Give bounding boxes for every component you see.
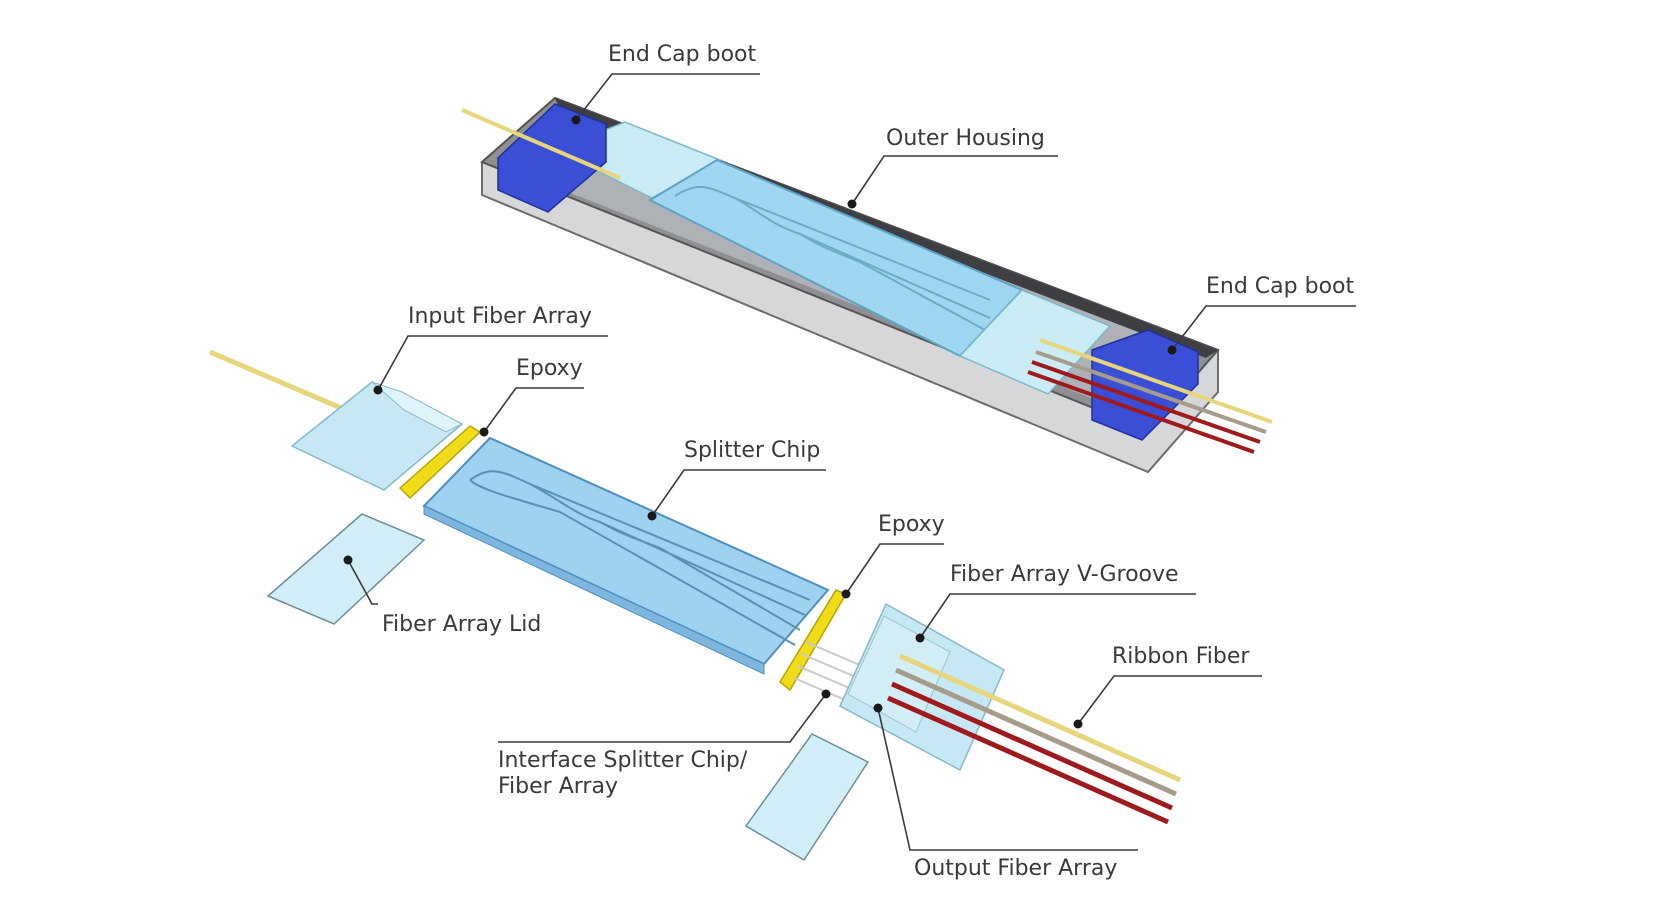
dot-interface — [822, 690, 831, 699]
leader-interface — [498, 694, 826, 742]
dot-end-cap-boot-top — [572, 116, 581, 125]
assembled-module — [462, 98, 1272, 472]
ribbon-fiber-4 — [888, 698, 1168, 822]
label-outer-housing: Outer Housing — [886, 126, 1045, 152]
leader-ribbon-fiber — [1078, 676, 1262, 724]
dot-input-fiber-array — [374, 386, 383, 395]
label-epoxy-left: Epoxy — [516, 356, 583, 382]
leader-splitter-chip — [652, 470, 826, 516]
label-end-cap-boot-top: End Cap boot — [608, 42, 756, 68]
label-fiber-array-vgroove: Fiber Array V-Groove — [950, 562, 1179, 588]
dot-output-fiber-array — [874, 704, 883, 713]
label-end-cap-boot-right: End Cap boot — [1206, 274, 1354, 300]
leader-outer-housing — [852, 156, 1058, 204]
exploded-view — [210, 352, 1180, 860]
leader-fiber-array-vgroove — [920, 594, 1196, 638]
label-fiber-array-lid: Fiber Array Lid — [382, 612, 541, 638]
label-output-fiber-array: Output Fiber Array — [914, 856, 1117, 882]
fiber-array-lid-plate — [268, 514, 424, 624]
leader-end-cap-boot-top — [576, 74, 760, 120]
leader-epoxy-right — [846, 544, 944, 594]
dot-outer-housing — [848, 200, 857, 209]
label-interface-line2: Fiber Array — [498, 774, 618, 800]
dot-splitter-chip — [648, 512, 657, 521]
leader-epoxy-left — [484, 388, 584, 432]
label-ribbon-fiber: Ribbon Fiber — [1112, 644, 1249, 670]
label-input-fiber-array: Input Fiber Array — [408, 304, 592, 330]
dot-epoxy-right — [842, 590, 851, 599]
dot-ribbon-fiber — [1074, 720, 1083, 729]
label-epoxy-right: Epoxy — [878, 512, 945, 538]
label-interface-line1: Interface Splitter Chip/ — [498, 748, 747, 774]
dot-end-cap-boot-right — [1168, 346, 1177, 355]
label-splitter-chip: Splitter Chip — [684, 438, 820, 464]
dot-fiber-array-lid — [344, 556, 353, 565]
dot-epoxy-left — [480, 428, 489, 437]
dot-fiber-array-vgroove — [916, 634, 925, 643]
output-fiber-array-lid-plate — [746, 734, 868, 860]
